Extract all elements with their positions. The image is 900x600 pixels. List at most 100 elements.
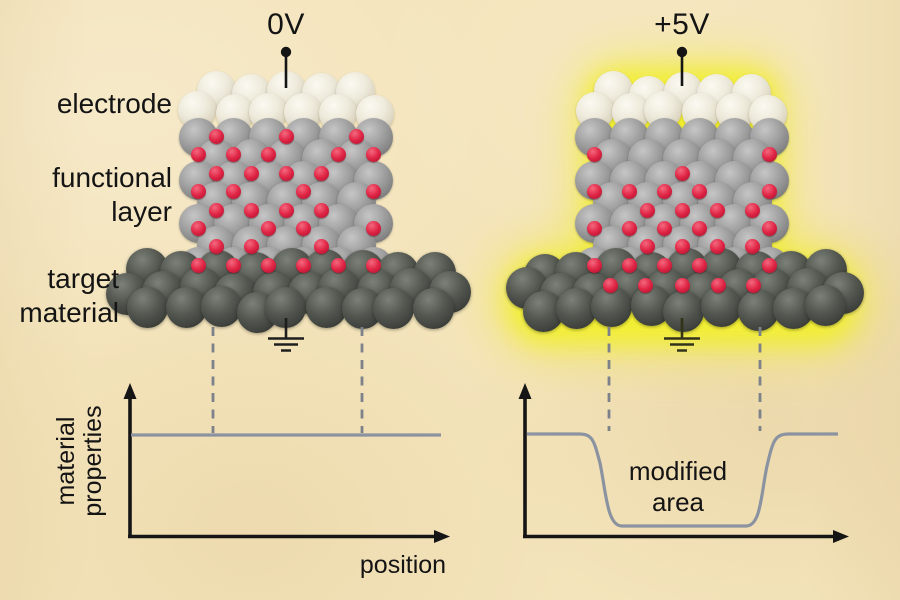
target-material-atom <box>718 268 761 311</box>
mobile-ion <box>366 147 381 163</box>
functional-layer-atom <box>750 203 789 243</box>
mobile-ion <box>313 165 329 181</box>
functional-layer-atom <box>319 203 358 243</box>
target-material-atom <box>342 249 385 292</box>
target-material-atom <box>160 250 203 293</box>
mobile-ion <box>762 221 777 236</box>
functional-layer-atom <box>645 160 684 200</box>
mobile-ion <box>639 202 655 218</box>
target-material-atom <box>738 290 780 332</box>
target-material-atom <box>126 247 169 290</box>
mobile-ion <box>208 129 224 144</box>
functional-layer-atom <box>266 225 306 265</box>
target-material-atom <box>179 267 222 310</box>
electrode-atom <box>318 93 357 132</box>
mobile-ion <box>331 257 346 273</box>
mobile-ion <box>762 184 777 200</box>
functional-layer-atom <box>662 139 702 179</box>
functional-layer-atom <box>680 160 719 200</box>
mobile-ion <box>296 221 311 236</box>
functional-layer-atom <box>715 247 754 287</box>
functional-layer-atom <box>196 182 236 222</box>
target-material-atom <box>630 252 673 294</box>
mobile-ion <box>622 184 637 200</box>
mobile-ion <box>674 202 690 218</box>
functional-layer-atom <box>715 203 754 243</box>
electrode-atom <box>178 91 217 130</box>
mobile-ion <box>366 257 381 273</box>
electrode-atom <box>681 93 720 132</box>
electrode-atom <box>731 73 771 113</box>
target-material-atom <box>805 249 848 292</box>
functional-layer-atom <box>645 203 684 243</box>
functional-layer-atom <box>592 139 632 179</box>
electrode-atom <box>197 71 237 111</box>
functional-layer-atom <box>284 117 323 157</box>
functional-layer-atom <box>319 247 358 287</box>
functional-layer-atom <box>196 225 236 265</box>
label-target-line2: material <box>19 297 119 328</box>
functional-layer-atom <box>214 203 253 243</box>
mobile-ion <box>208 202 224 218</box>
modified-area-label: modified area <box>603 456 753 518</box>
target-material-atom <box>522 291 564 333</box>
functional-layer-atom <box>249 160 288 200</box>
mobile-ion <box>709 239 725 255</box>
mobile-ion <box>331 147 346 163</box>
target-material-atom <box>213 273 256 316</box>
functional-layer-atom <box>196 139 236 179</box>
functional-layer-atom <box>662 182 702 222</box>
functional-layer-atom <box>284 247 323 287</box>
functional-layer-atom <box>179 117 218 157</box>
mobile-ion <box>191 147 206 163</box>
mobile-ion <box>762 257 777 273</box>
target-material-atom <box>252 272 295 315</box>
target-material-atom <box>555 288 597 330</box>
target-material-atom <box>271 247 314 290</box>
target-material-atom <box>318 268 361 311</box>
functional-layer-atom <box>627 225 667 265</box>
functional-layer-atom <box>301 182 341 222</box>
target-material-atom <box>524 253 567 296</box>
functional-layer-atom <box>354 203 393 243</box>
mobile-ion <box>226 257 241 273</box>
mobile-ion <box>587 257 602 273</box>
label-functional-line2: layer <box>111 196 172 227</box>
target-material-atom <box>554 252 597 295</box>
functional-layer-atom <box>336 225 376 265</box>
mobile-ion <box>348 129 364 144</box>
functional-layer-atom <box>627 182 667 222</box>
target-material-atom <box>591 286 633 328</box>
mobile-ion <box>587 221 602 236</box>
functional-layer-atom <box>284 203 323 243</box>
terminal-dot-5v <box>676 46 688 58</box>
electrode-atom <box>663 71 703 111</box>
target-material-atom <box>572 272 615 315</box>
functional-layer-atom <box>214 160 253 200</box>
target-material-atom <box>662 290 704 332</box>
target-material-atom <box>237 291 278 333</box>
functional-layer-atom <box>750 117 789 157</box>
functional-layer-atom <box>214 247 253 287</box>
target-material-atom <box>630 285 672 327</box>
functional-layer-atom <box>610 117 649 157</box>
functional-layer-atom <box>697 139 737 179</box>
voltage-glow-pillar-outer <box>576 60 788 308</box>
functional-layer-atom <box>575 160 614 200</box>
functional-layer-atom <box>231 225 271 265</box>
functional-layer-atom <box>319 160 358 200</box>
terminal-dot-0v <box>280 46 292 58</box>
mobile-ion <box>278 129 294 144</box>
mobile-ion <box>296 257 311 273</box>
electrode-atom <box>629 76 669 116</box>
ground-symbol-right <box>664 318 700 352</box>
mobile-ion <box>366 221 381 236</box>
label-functional-layer: functional layer <box>20 161 172 229</box>
target-material-atom <box>166 287 208 329</box>
functional-layer-atom <box>249 203 288 243</box>
target-material-atom <box>645 268 688 311</box>
functional-layer-atom <box>592 182 632 222</box>
electrode-atom <box>267 70 307 110</box>
mobile-ion <box>657 184 672 200</box>
functional-layer-atom <box>697 182 737 222</box>
